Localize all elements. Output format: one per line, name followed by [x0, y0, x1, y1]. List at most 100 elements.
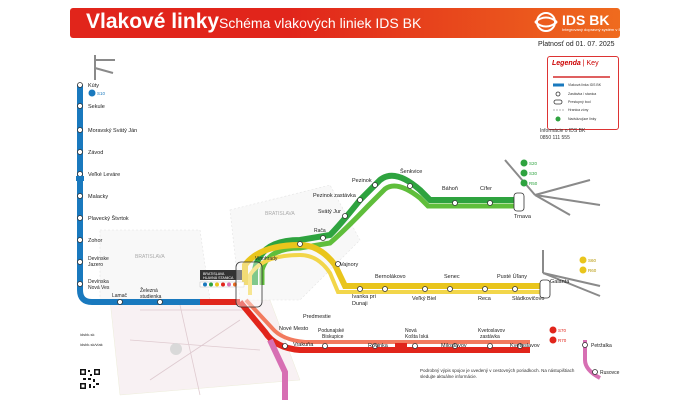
legend-row: Hranica zóny: [568, 108, 589, 112]
station-galanta: Galanta: [550, 279, 570, 285]
info-label: Informácie o IDS BK: [540, 128, 586, 134]
line-pink-s80-south: [583, 340, 601, 380]
ids-bk-logo-icon: [534, 12, 558, 32]
station-trnava-marker: [513, 192, 525, 212]
line-badge-s10-label: S10: [97, 91, 106, 96]
line-badge-s20-label: S20: [529, 161, 538, 166]
footer-note: Podrobný výpis spojov je uvedený v cesto…: [420, 368, 575, 379]
station-vinohrady: Vinohrady: [255, 256, 278, 262]
hub-label: BRATISLAVA: [203, 272, 225, 276]
station-kuty: Kúty: [88, 83, 99, 89]
station-pezinok: Pezinok: [352, 178, 372, 184]
station-zavod: Závod: [88, 150, 103, 156]
station-raca: Rača: [314, 228, 326, 234]
station-petrzalka: Petržalka: [591, 343, 612, 349]
station-devinske-jazero: Devínske: [88, 256, 109, 262]
legend-row: Vlaková linka IDS BK: [568, 83, 602, 87]
link-train[interactable]: idsbk.sk/vlak: [80, 342, 103, 347]
station-devinske-jazero-2: Jazero: [88, 262, 103, 268]
line-badge-s30: [520, 169, 528, 177]
station-zelezna-studienka: Železná: [140, 286, 158, 294]
line-badge-s20: [520, 159, 528, 167]
station-plavecky-stvrtok: Plavecký Štvrtok: [88, 215, 129, 222]
stations-blue: [77, 82, 163, 305]
header-banner: Vlakové linky Schéma vlakových liniek ID…: [70, 8, 652, 38]
line-badge-s10: [88, 89, 96, 97]
station-babon: Báhoň: [442, 186, 458, 192]
hub-line-badges: [199, 281, 245, 288]
line-badge-s70-label: S70: [558, 328, 567, 333]
station-zohor: Zohor: [88, 238, 103, 244]
station-reca: Reca: [478, 296, 492, 302]
legend-title: Legenda | Key: [552, 60, 599, 67]
page-subtitle: Schéma vlakových liniek IDS BK: [219, 15, 422, 31]
connecting-arrows: [94, 55, 601, 297]
zone-label-bratislava-2: BRATISLAVA: [135, 254, 165, 260]
info-phone: 0850 111 555: [540, 135, 570, 141]
stations-red: [282, 343, 523, 349]
station-ivanka-2: Dunaji: [352, 301, 368, 307]
side-links: idsbk.sk idsbk.sk/vlak: [80, 330, 103, 350]
line-badge-r70-label: R70: [558, 338, 567, 343]
validity-date: Platnosť od 01. 07. 2025: [538, 41, 615, 48]
line-red-s70: [237, 300, 530, 353]
station-podunajske-biskupice: Podunajské: [318, 328, 344, 334]
line-badge-r50-label: R50: [529, 181, 538, 186]
station-predmestie: Predmestie: [303, 314, 331, 320]
legend-stop-symbol: [555, 91, 561, 97]
station-moravsky-svaty-jan: Moravský Svätý Ján: [88, 128, 137, 134]
page-title: Vlakové linky: [86, 10, 220, 33]
line-badge-r70: [549, 336, 557, 344]
station-zelezna-studienka-2: studienka: [140, 294, 162, 300]
station-miloslavov: Miloslavov: [441, 343, 467, 349]
legend-connection-symbol: [555, 116, 561, 122]
line-badge-s60-label: S60: [588, 258, 597, 263]
hub-station-marker: [235, 261, 263, 308]
line-badge-s70: [549, 326, 557, 334]
brand-name: IDS BK: [562, 12, 610, 28]
legend-title-sk: Legenda: [552, 60, 581, 67]
line-badge-r60: [579, 266, 587, 274]
station-lamac: Lamač: [112, 293, 128, 299]
legend-symbols: [553, 76, 610, 122]
station-sekule: Sekule: [88, 104, 105, 110]
station-velky-biel: Veľký Biel: [412, 296, 436, 302]
zone-label-bratislava: BRATISLAVA: [265, 211, 295, 217]
station-galanta-marker: [539, 279, 551, 299]
station-kvetoslavov-zastavka: Kvetoslavov: [478, 328, 505, 334]
link-web[interactable]: idsbk.sk: [80, 332, 95, 337]
station-vajnory: Vajnory: [340, 262, 358, 268]
station-devinska-nova-ves: Devínska: [88, 279, 109, 285]
map-background: [99, 184, 361, 396]
qr-code[interactable]: [79, 368, 101, 390]
station-senec: Senec: [444, 274, 460, 280]
hub-label-box: [200, 270, 242, 280]
station-kosta-lazka: Košta Iská: [405, 334, 429, 340]
station-nova-dedinka: Nová: [405, 328, 417, 334]
station-petrzalka-marker: [582, 342, 588, 348]
legend-row: Zastávka / stanica: [568, 92, 597, 96]
station-vrakuna: Vrakuňa: [293, 342, 314, 348]
legend-title-en: Key: [586, 60, 599, 67]
station-bernolakovo: Bernolákovo: [375, 274, 406, 280]
stations-green: [297, 182, 493, 247]
station-cifer: Cífer: [480, 186, 492, 192]
station-sladkovicovo: Sládkovičovo: [512, 296, 544, 302]
station-svaty-jur: Svätý Jur: [318, 209, 341, 215]
line-blue-s10: [77, 85, 200, 305]
line-badge-r60-label: R60: [588, 268, 597, 273]
station-puste-ulany: Pusté Úľany: [497, 273, 527, 280]
station-nove-mesto: Nové Mesto: [279, 326, 308, 332]
station-devinska-nova-ves-2: Nová Ves: [88, 285, 110, 291]
station-rovinka: Rovinka: [368, 343, 389, 349]
station-senkvice: Šenkvice: [400, 168, 422, 175]
hub-label-2: HLAVNÁ STANICA: [203, 276, 234, 280]
station-kvetoslavov-zastavka-2: zastávka: [480, 334, 500, 340]
zone-numbers: [76, 176, 469, 348]
station-podunajske-biskupice-2: Biskupice: [322, 334, 344, 340]
line-pink-s80: [267, 338, 288, 400]
line-green-r20: [259, 183, 520, 285]
station-malacky: Malacky: [88, 194, 108, 200]
